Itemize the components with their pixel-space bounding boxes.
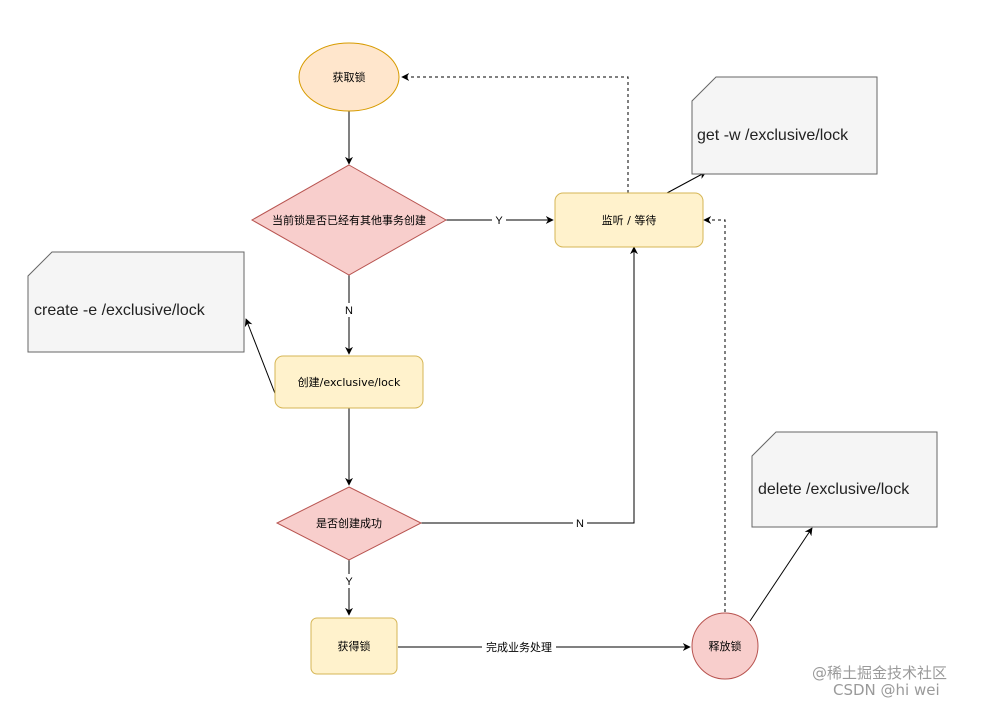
node-create-label: 创建/exclusive/lock: [298, 375, 401, 389]
edge-labels: Y N N Y 完成业务处理: [342, 213, 587, 654]
edge-watch-to-acquire: [401, 73, 629, 193]
edge-label-check-yes: Y: [495, 215, 503, 227]
node-watch-wait-label: 监听 / 等待: [602, 213, 657, 227]
edge-create-to-create-note: [244, 318, 277, 397]
edge-release-to-watch: [703, 216, 726, 612]
note-get-cmd: get -w /exclusive/lock: [691, 76, 878, 175]
watermark-line2: CSDN @hi wei: [833, 681, 940, 699]
node-acquire-lock-label: 获取锁: [333, 70, 366, 84]
edge-release-to-delete-note: [749, 527, 813, 622]
node-check-other-tx: 当前锁是否已经有其他事务创建: [250, 164, 448, 276]
node-release-lock: 释放锁: [691, 612, 759, 680]
node-create-success: 是否创建成功: [275, 486, 423, 561]
note-get-cmd-text: get -w /exclusive/lock: [697, 127, 849, 144]
edge-watch-to-get-note: [666, 171, 707, 194]
note-create-cmd-text: create -e /exclusive/lock: [34, 302, 206, 319]
watermark: @稀土掘金技术社区 CSDN @hi wei: [812, 664, 947, 699]
watermark-line1: @稀土掘金技术社区: [812, 664, 947, 682]
note-delete-cmd-text: delete /exclusive/lock: [758, 481, 910, 498]
node-check-other-tx-label: 当前锁是否已经有其他事务创建: [272, 213, 426, 227]
node-got-lock-label: 获得锁: [338, 639, 371, 653]
note-delete-cmd: delete /exclusive/lock: [751, 431, 938, 528]
node-acquire-lock: 获取锁: [298, 42, 400, 112]
note-create-cmd: create -e /exclusive/lock: [27, 251, 245, 353]
edge-label-check-no: N: [345, 305, 353, 317]
edge-label-finish-business: 完成业务处理: [486, 640, 552, 654]
node-got-lock: 获得锁: [310, 617, 398, 675]
edge-label-success-yes: Y: [345, 576, 353, 588]
node-release-lock-label: 释放锁: [709, 639, 742, 653]
edge-success-to-watch: [421, 246, 638, 524]
node-create-success-label: 是否创建成功: [316, 516, 382, 530]
edge-label-success-no: N: [576, 518, 584, 530]
node-watch-wait: 监听 / 等待: [554, 192, 704, 248]
node-create: 创建/exclusive/lock: [274, 355, 424, 409]
